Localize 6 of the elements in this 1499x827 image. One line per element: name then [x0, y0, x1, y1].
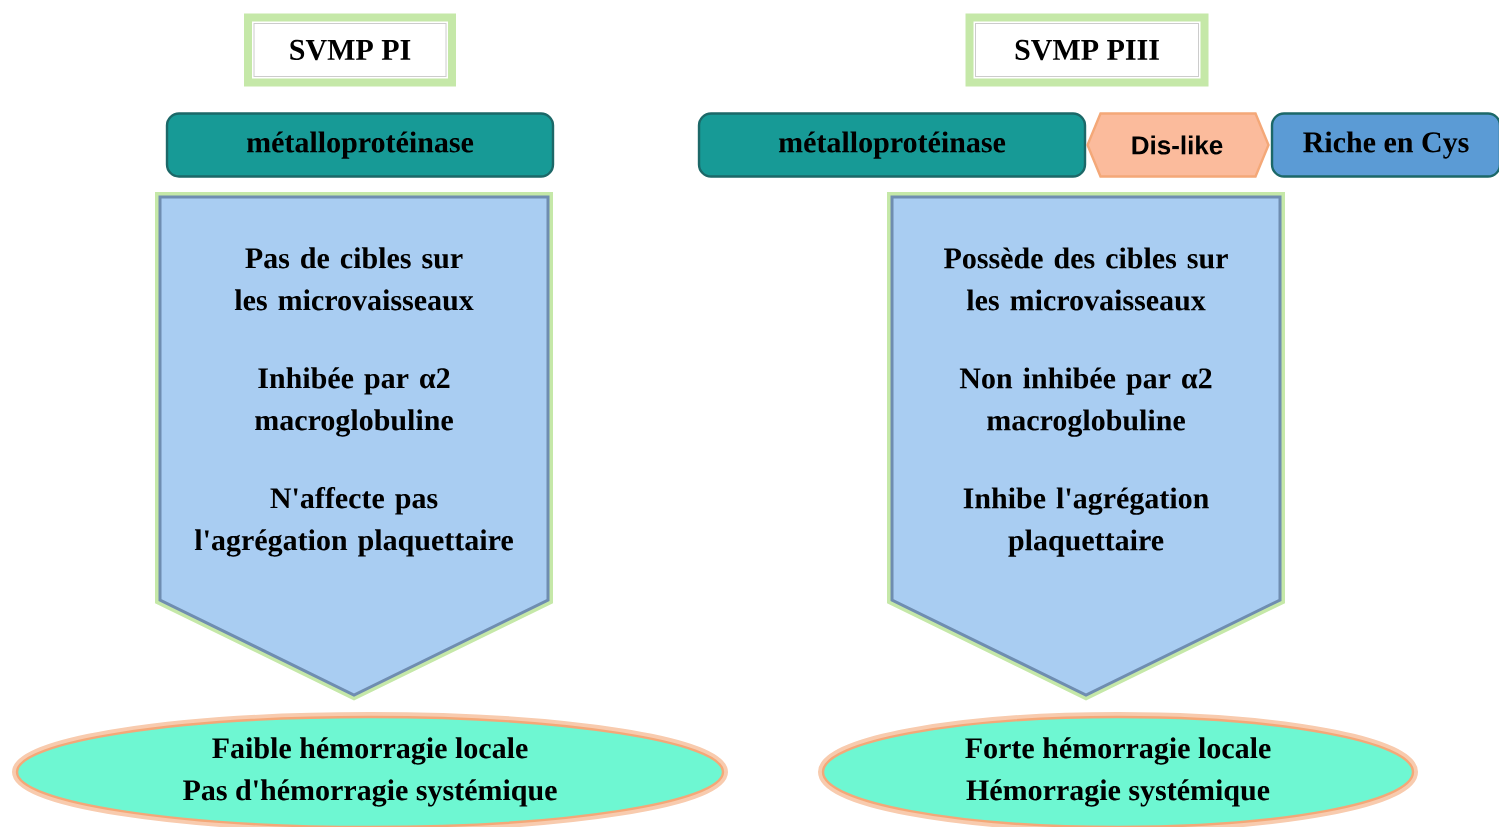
domain-box: métalloprotéinase — [697, 112, 1087, 178]
title-box: SVMP PIII — [965, 13, 1209, 87]
title-box: SVMP PI — [244, 13, 456, 87]
domain-box: Riche en Cys — [1270, 112, 1499, 178]
domain-segment: Dis-like — [1086, 112, 1270, 178]
domain-box: métalloprotéinase — [165, 112, 555, 178]
